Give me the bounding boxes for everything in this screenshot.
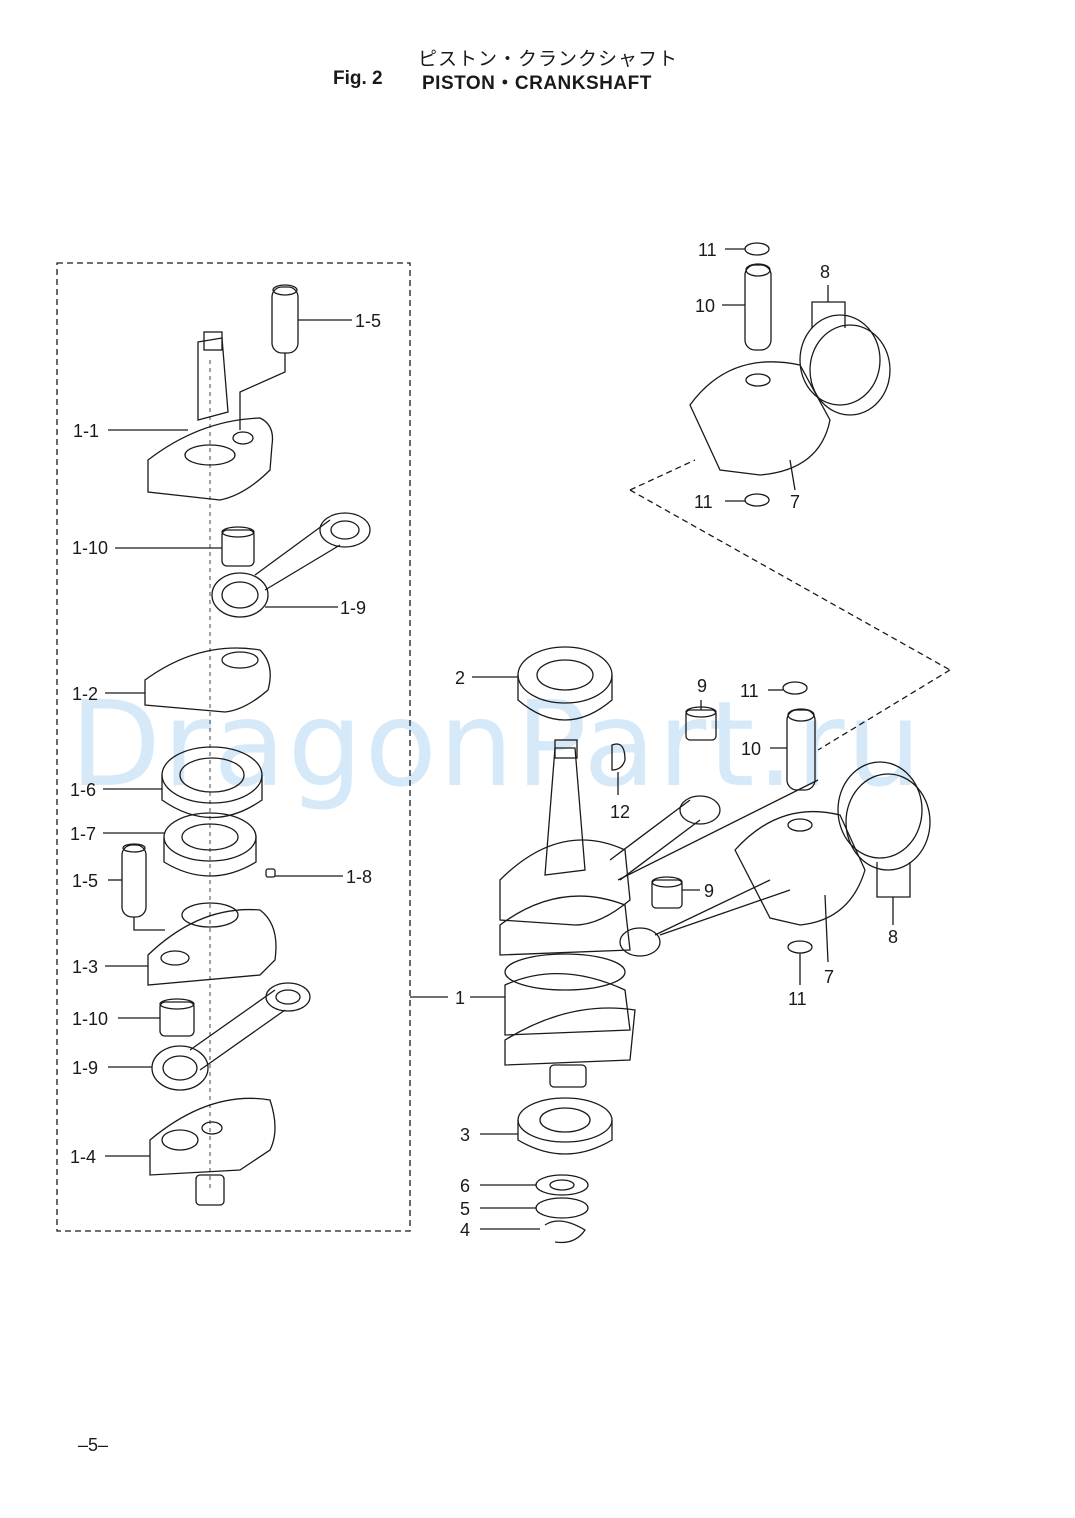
piston-ring-8-top [799,314,891,416]
woodruff-key-12 [611,743,626,771]
snap-ring-4 [544,1220,586,1244]
piston-pin-10-right [786,708,816,791]
label-8-right: 8 [888,927,898,947]
needle-bearing-9-top [685,706,717,741]
label-1-9-bottom: 1-9 [72,1058,98,1078]
connecting-rod-1-9-bottom [151,982,311,1091]
piston-pin-1-5-top [271,284,299,354]
label-7-top: 7 [790,492,800,512]
title-japanese: ピストン・クランクシャフト [418,48,679,70]
washer-5 [535,1197,589,1219]
needle-bearing-1-10-bottom [159,998,195,1037]
label-8-top: 8 [820,262,830,282]
piston-7-top [689,361,831,476]
label-11-right1: 11 [740,681,759,701]
figure-number: Fig. 2 [333,68,383,89]
label-11-top2: 11 [694,492,713,512]
title-english: PISTON・CRANKSHAFT [422,73,652,94]
label-9-bottom: 9 [704,881,714,901]
label-1-5-mid: 1-5 [72,871,98,891]
circlip-11-right2 [787,940,813,954]
crank-web-1-3 [147,902,277,986]
label-1-5-top: 1-5 [355,311,381,331]
label-10-right: 10 [741,739,761,759]
piston-ring-8-right [837,761,931,871]
page-number: –5– [78,1435,109,1455]
crankshaft-1 [499,739,636,1088]
connecting-rod-1-9-top [211,512,371,618]
label-1-2: 1-2 [72,684,98,704]
label-12: 12 [610,802,630,822]
crank-web-1-4 [149,1097,276,1206]
main-bearing-2 [517,646,613,721]
washer-6 [535,1174,589,1196]
label-10-top: 10 [695,296,715,316]
subassembly-dashed-box [56,262,411,1232]
label-11-top1: 11 [698,240,717,260]
label-1-7: 1-7 [70,824,96,844]
label-1-10-bottom: 1-10 [72,1009,108,1029]
main-bearing-3 [517,1097,613,1155]
label-9-top: 9 [697,676,707,696]
label-5: 5 [460,1199,470,1219]
piston-7-right [734,810,866,926]
label-1-6: 1-6 [70,780,96,800]
bushing-1-7 [163,812,257,877]
label-7-right: 7 [824,967,834,987]
label-3: 3 [460,1125,470,1145]
crank-web-1-2 [144,647,271,713]
needle-bearing-9-bottom [651,876,683,909]
piston-pin-1-5-mid [121,843,147,918]
label-1-3: 1-3 [72,957,98,977]
circlip-11-right1 [782,681,808,695]
needle-bearing-1-10-top [221,526,255,567]
label-1: 1 [455,988,465,1008]
label-1-10-top: 1-10 [72,538,108,558]
label-1-1: 1-1 [73,421,99,441]
label-4: 4 [460,1220,470,1240]
circlip-11-top1 [744,242,770,256]
label-1-9-top: 1-9 [340,598,366,618]
ball-bearing-1-6 [161,746,263,819]
label-6: 6 [460,1176,470,1196]
crank-web-1-1 [147,331,274,501]
pin-1-8 [265,868,276,878]
label-1-4: 1-4 [70,1147,96,1167]
connecting-rod-right-bottom [619,879,771,957]
connecting-rod-right-top [609,795,721,881]
piston-pin-10-top [744,263,772,351]
label-1-8: 1-8 [346,867,372,887]
label-2: 2 [455,668,465,688]
label-11-right2: 11 [788,989,807,1009]
circlip-11-top2 [744,493,770,507]
